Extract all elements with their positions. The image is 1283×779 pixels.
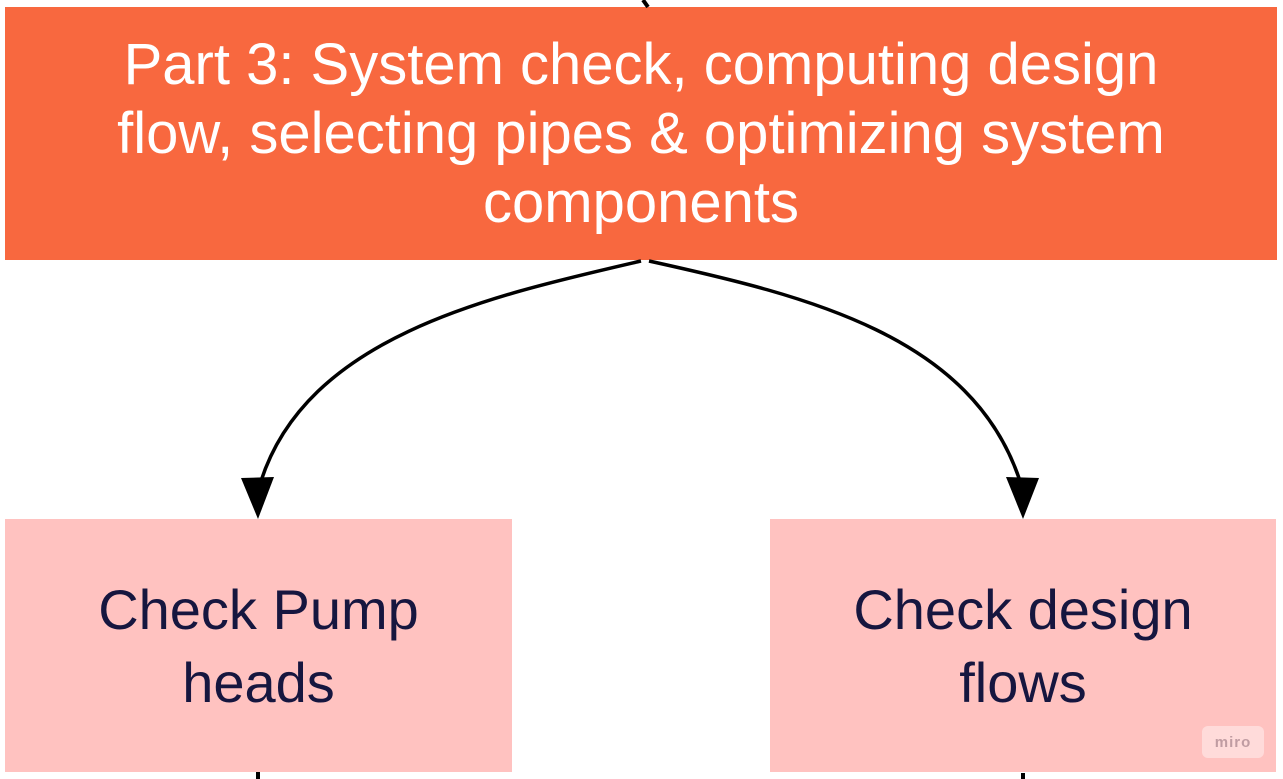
node-check-pump-heads-line-1: Check Pump xyxy=(98,577,419,641)
connector-stub-top[interactable] xyxy=(641,0,650,9)
title-text-line-2: flow, selecting pipes & optimizing syste… xyxy=(117,101,1165,166)
miro-watermark-label: miro xyxy=(1214,733,1252,751)
node-check-design-flows-line-1: Check design xyxy=(853,577,1193,641)
node-check-pump-heads[interactable]: Check Pump heads xyxy=(5,519,512,772)
connector-right-arrowhead-icon xyxy=(1006,477,1039,519)
node-check-design-flows-line-2: flows xyxy=(959,650,1087,714)
connector-left-arrowhead-icon xyxy=(241,477,274,519)
title-shape[interactable]: Part 3: System check, computing design f… xyxy=(5,7,1277,260)
miro-watermark: miro xyxy=(1202,726,1264,758)
node-check-pump-heads-line-2: heads xyxy=(182,650,335,714)
connector-right-curve[interactable] xyxy=(648,259,1022,482)
title-text-line-1: Part 3: System check, computing design xyxy=(123,32,1159,97)
node-check-design-flows[interactable]: Check design flows xyxy=(770,519,1276,772)
title-text-line-3: components xyxy=(483,170,799,235)
connector-left-curve[interactable] xyxy=(259,259,642,482)
